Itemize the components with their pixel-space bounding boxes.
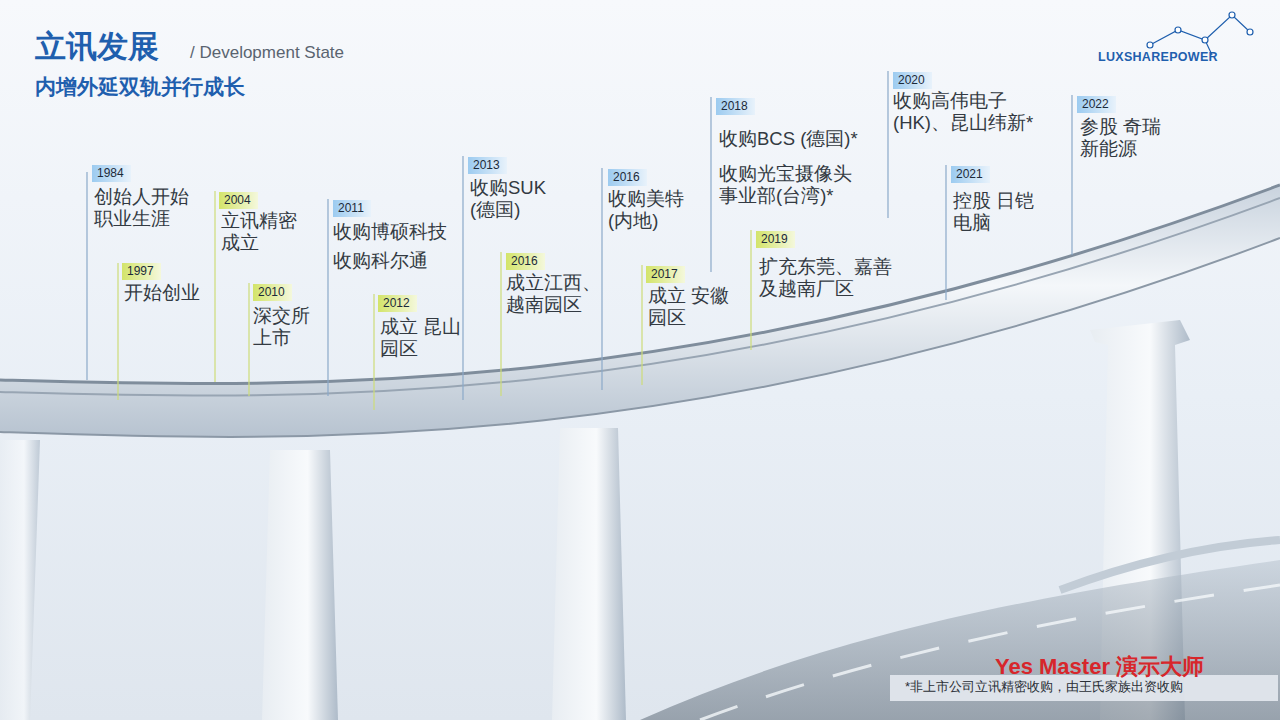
timeline-event: 2022参股 奇瑞新能源 bbox=[1077, 94, 1116, 113]
event-text: 创始人开始 职业生涯 bbox=[94, 186, 194, 230]
event-text: 成立 昆山园区 bbox=[380, 316, 461, 360]
timeline-event: 2004立讯精密 成立 bbox=[219, 190, 258, 209]
year-badge: 2016 bbox=[506, 253, 545, 270]
year-badge: 2022 bbox=[1077, 96, 1116, 113]
year-badge: 2012 bbox=[378, 295, 417, 312]
leader-lines bbox=[87, 71, 1072, 410]
event-text: 收购BCS (德国)* bbox=[719, 128, 858, 150]
year-badge: 2021 bbox=[951, 166, 990, 183]
timeline-event: 2016成立江西、 越南园区 bbox=[506, 251, 545, 270]
event-text: 收购SUK (德国) bbox=[470, 177, 551, 221]
event-text: 开始创业 bbox=[124, 282, 200, 304]
event-text: 参股 奇瑞新能源 bbox=[1080, 116, 1180, 160]
event-text: 成立 安徽园区 bbox=[648, 285, 729, 329]
subtitle: 内增外延双轨并行成长 bbox=[35, 73, 245, 101]
timeline-event: 2010深交所 上市 bbox=[253, 282, 292, 301]
year-badge: 2004 bbox=[219, 192, 258, 209]
watermark: Yes Master 演示大师 bbox=[995, 652, 1204, 682]
year-badge: 2018 bbox=[716, 98, 755, 115]
timeline-event: 2019扩充东莞、嘉善 及越南厂区 bbox=[756, 229, 795, 248]
event-text: 扩充东莞、嘉善 及越南厂区 bbox=[759, 256, 896, 300]
year-badge: 2016 bbox=[608, 169, 647, 186]
year-badge: 1997 bbox=[122, 263, 161, 280]
timeline-event: 1997开始创业 bbox=[122, 261, 161, 280]
event-text: 成立江西、 越南园区 bbox=[506, 272, 606, 316]
event-text: 立讯精密 成立 bbox=[221, 210, 302, 254]
timeline-event: 2012成立 昆山园区 bbox=[378, 293, 417, 312]
event-text: 深交所 上市 bbox=[253, 305, 316, 349]
timeline-event: 2018收购BCS (德国)*收购光宝摄像头 事业部(台湾)* bbox=[716, 96, 755, 115]
year-badge: 2010 bbox=[253, 284, 292, 301]
timeline-event: 2016收购美特 (内地) bbox=[608, 167, 647, 186]
event-text: 控股 日铠电脑 bbox=[953, 190, 1034, 234]
year-badge: 1984 bbox=[92, 165, 131, 182]
timeline-event: 2017成立 安徽园区 bbox=[646, 264, 685, 283]
year-badge: 2011 bbox=[333, 200, 371, 217]
year-badge: 2020 bbox=[893, 72, 932, 89]
timeline-event: 2021控股 日铠电脑 bbox=[951, 164, 990, 183]
logo-text: LUXSHAREPOWER bbox=[1098, 50, 1218, 64]
timeline-event: 2013收购SUK (德国) bbox=[468, 155, 507, 174]
year-badge: 2019 bbox=[756, 231, 795, 248]
event-text: 收购光宝摄像头 事业部(台湾)* bbox=[719, 163, 856, 207]
timeline-event: 2011收购博硕科技收购科尔通 bbox=[333, 198, 371, 217]
subtitle-english: / Development State bbox=[190, 43, 344, 63]
year-badge: 2013 bbox=[468, 157, 507, 174]
event-text: 收购美特 (内地) bbox=[608, 188, 689, 232]
event-text: 收购高伟电子 (HK)、昆山纬新* bbox=[893, 90, 1035, 134]
event-text: 收购博硕科技 bbox=[333, 221, 447, 243]
footnote: *非上市公司立讯精密收购，由王氏家族出资收购 bbox=[905, 678, 1183, 696]
timeline-event: 2020收购高伟电子 (HK)、昆山纬新* bbox=[893, 70, 932, 89]
timeline-event: 1984创始人开始 职业生涯 bbox=[92, 163, 131, 182]
year-badge: 2017 bbox=[646, 266, 685, 283]
event-text: 收购科尔通 bbox=[333, 250, 428, 272]
slide-title: 立讯发展 bbox=[35, 26, 159, 68]
